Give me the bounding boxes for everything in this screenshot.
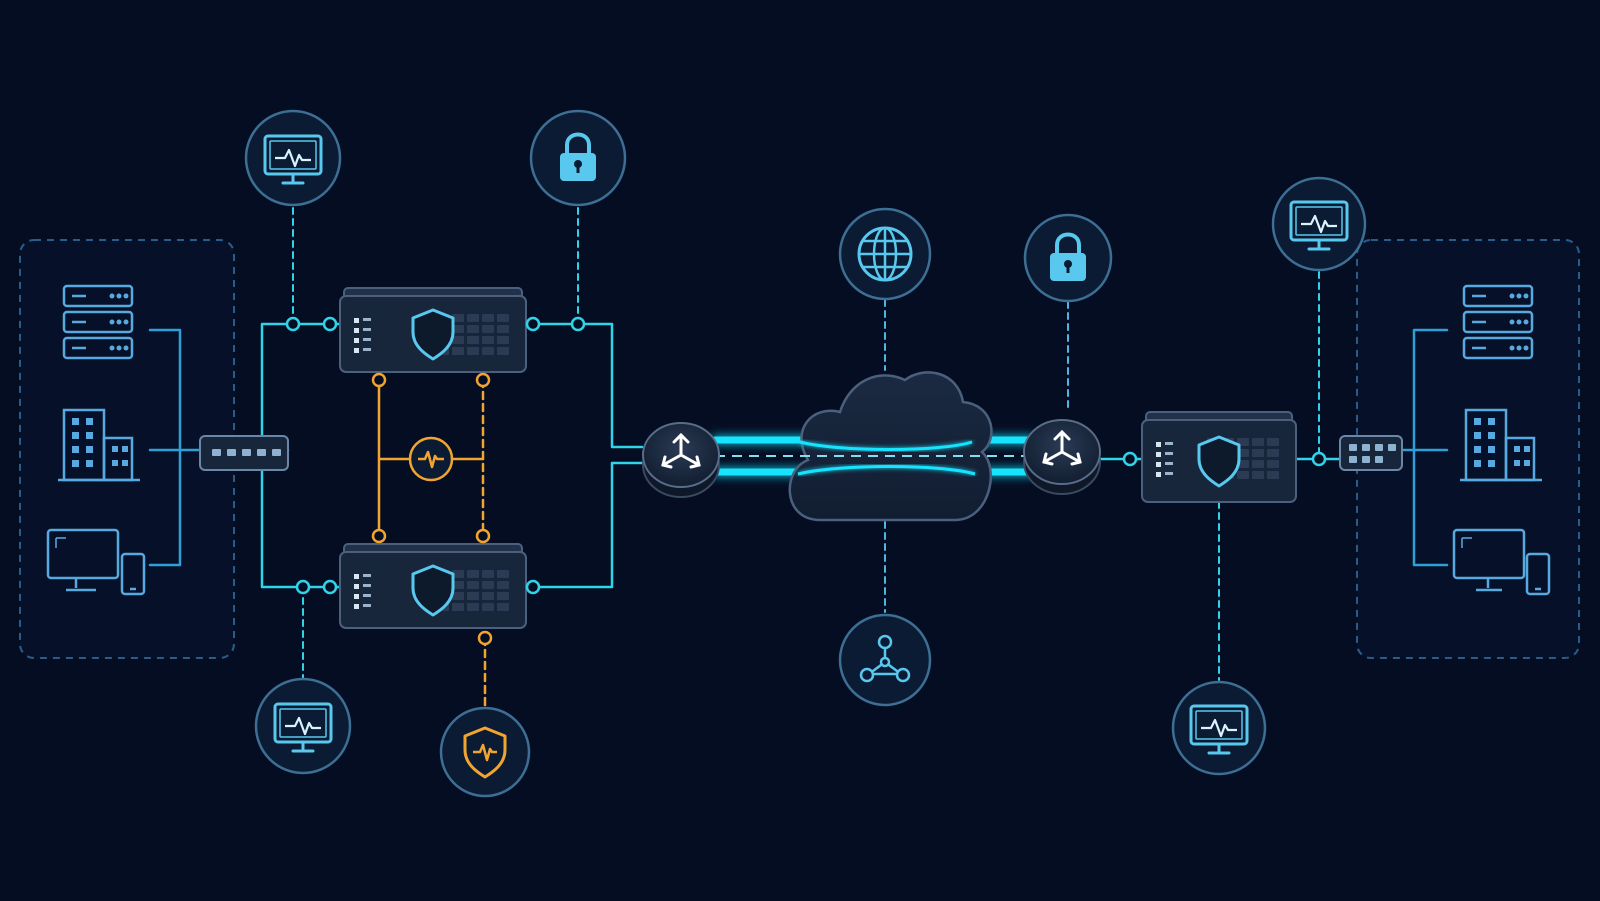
monitor-pulse-icon [1189,704,1249,755]
ha-sync-link-solid [377,378,485,538]
status-lights [354,574,371,609]
firewall-secondary[interactable] [339,543,527,629]
desktop-monitor-icon [1452,528,1526,592]
switch-right[interactable] [1339,435,1403,471]
network-hub-icon [859,634,911,683]
mobile-phone-icon [1525,552,1551,596]
monitor-bottom-left-badge[interactable] [254,677,352,775]
monitor-bottom-right-badge[interactable] [1171,680,1267,776]
lock-top-left-badge[interactable] [529,109,627,207]
shield-bottom-badge[interactable] [439,706,531,798]
firewall-remote[interactable] [1141,411,1297,503]
server-rack-icon [1462,284,1534,360]
padlock-icon [1050,232,1086,281]
right-site-bus [1400,328,1449,567]
monitor-pulse-icon [273,702,333,753]
office-building-icon [58,408,140,482]
globe-top-badge[interactable] [838,207,932,301]
switch-left[interactable] [199,435,289,471]
connections [148,207,1449,708]
router-left[interactable] [642,422,720,498]
desktop-monitor-icon [46,528,120,592]
router-right[interactable] [1023,419,1101,495]
mobile-phone-icon [120,552,146,596]
monitor-top-left-badge[interactable] [244,109,342,207]
monitor-top-right-badge[interactable] [1271,176,1367,272]
firewalls-to-router-link [524,322,644,589]
left-site-bus [148,328,202,567]
heartbeat-icon [418,450,444,469]
lock-top-right-badge[interactable] [1023,213,1113,303]
router-arrows-icon [661,432,701,469]
shield-pulse-icon [463,726,507,779]
wan-cloud [715,371,1032,522]
network-bottom-badge[interactable] [838,613,932,707]
office-building-icon [1460,408,1542,482]
shield-icon [1197,435,1241,488]
padlock-icon [560,132,596,181]
shield-icon [411,308,455,361]
globe-icon [857,226,913,282]
status-lights [354,318,371,353]
shield-icon [411,564,455,617]
monitor-pulse-icon [1289,200,1349,251]
monitor-pulse-icon [263,134,323,185]
server-rack-icon [62,284,134,360]
ha-heartbeat-node[interactable] [408,436,454,482]
firewall-primary[interactable] [339,287,527,373]
connector-dots [285,316,1327,646]
router-arrows-icon [1042,429,1082,466]
status-lights [1156,442,1173,477]
